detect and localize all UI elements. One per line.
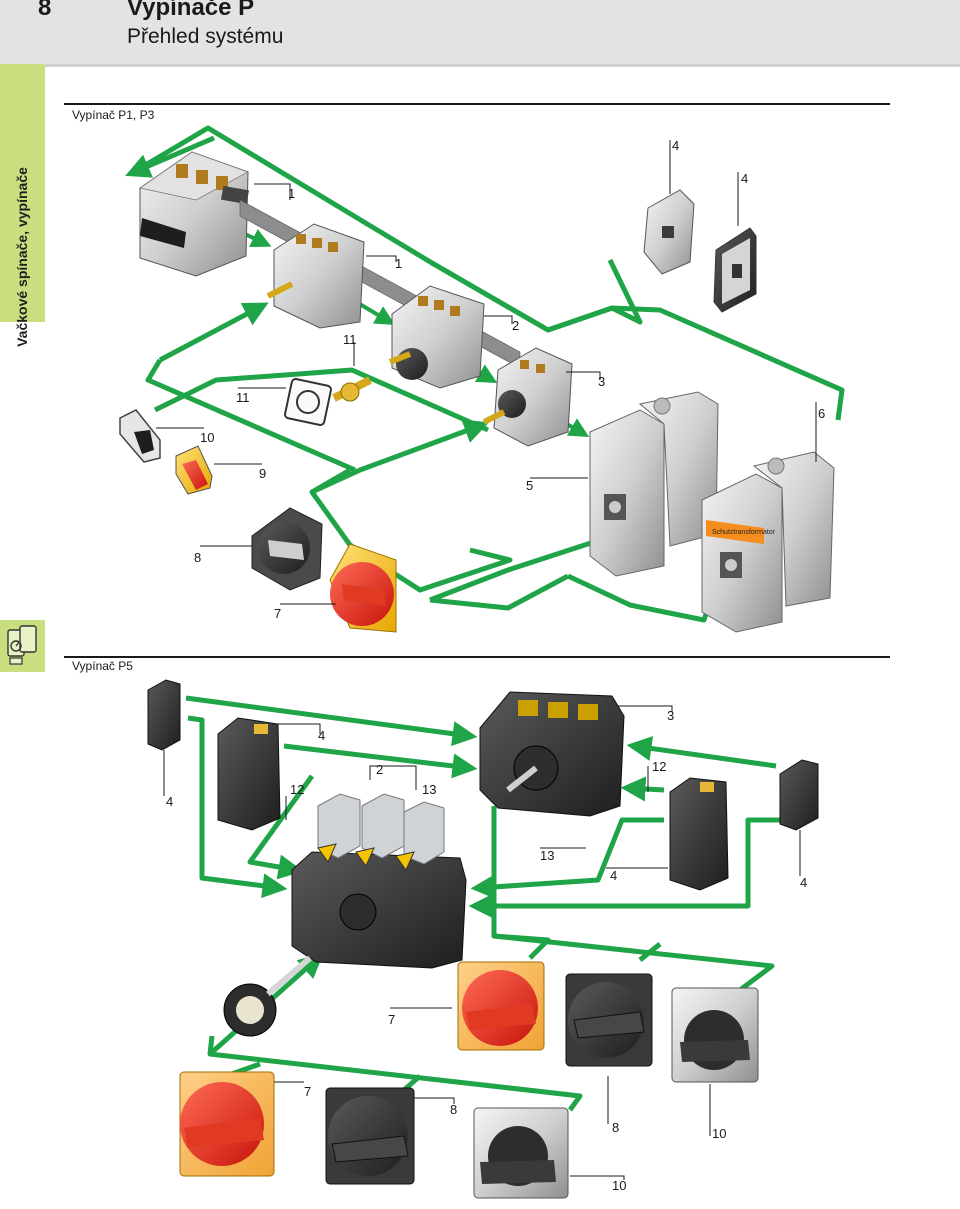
p5-aux-block-right	[779, 759, 819, 831]
p5-aux-contact-right	[669, 777, 729, 891]
chapter-number: 8	[38, 0, 52, 21]
accessory-cover-plate	[713, 227, 757, 313]
p5-aux-block-left	[147, 679, 181, 751]
callout-p5-4c: 4	[610, 868, 617, 883]
p5-handle-black-8b	[325, 1087, 415, 1185]
section-rule-p5	[64, 656, 890, 658]
callout-8: 8	[194, 550, 201, 565]
p5-handle-red-yellow-7b	[179, 1071, 275, 1177]
callout-p5-4a: 4	[318, 728, 325, 743]
p5-leader-lines	[163, 705, 801, 1180]
section-rule-p1p3	[64, 103, 890, 105]
callout-p5-12b: 12	[652, 759, 666, 774]
callout-p5-3: 3	[667, 708, 674, 723]
callout-2: 2	[512, 318, 519, 333]
callout-p5-10b: 10	[612, 1178, 626, 1193]
shaft-coupling	[332, 376, 372, 402]
callout-4b: 4	[741, 171, 748, 186]
p5-handle-grey-10a	[671, 987, 759, 1083]
callout-p5-7a: 7	[388, 1012, 395, 1027]
callout-9: 9	[259, 466, 266, 481]
p5-connection-lines	[185, 695, 782, 1112]
callout-p5-13a: 13	[422, 782, 436, 797]
callout-p5-7b: 7	[304, 1084, 311, 1099]
p3-switch-module	[482, 347, 573, 447]
section-label-p1p3: Vypínač P1, P3	[72, 108, 155, 122]
p5-callouts: 2 3 4 4 4 4 7 7 8 8 10 10 12 12 13 13	[166, 708, 807, 1193]
callout-6: 6	[818, 406, 825, 421]
p5-shaft-extension	[223, 955, 312, 1037]
enclosure-badge-text: Schutztransformator	[712, 529, 776, 536]
enclosure-6: Schutztransformator	[701, 473, 783, 633]
callout-11a: 11	[343, 332, 357, 347]
page-subtitle: Přehled systému	[127, 25, 284, 48]
callout-1b: 1	[395, 256, 402, 271]
p1p3-leader-lines	[156, 140, 817, 605]
handle-red-yellow-9	[175, 445, 213, 495]
callout-p5-2: 2	[376, 762, 383, 777]
switch-module-icon	[0, 620, 45, 672]
p5-main-switch	[479, 691, 625, 817]
section-label-p5: Vypínač P5	[72, 659, 133, 673]
p1p3-callouts: 1 1 2 3 4 4 5 6 7 8 9 10 11 11	[194, 138, 825, 621]
p5-switch-with-terminals	[291, 793, 467, 969]
p5-handle-red-yellow-7a	[457, 961, 545, 1051]
callout-p5-8a: 8	[450, 1102, 457, 1117]
callout-1a: 1	[288, 186, 295, 201]
handle-black-8	[251, 507, 323, 591]
accessory-aux-contact	[643, 189, 695, 275]
p1-main-switch-body	[139, 151, 250, 277]
p5-handle-grey-10b	[473, 1107, 569, 1199]
callout-p5-8b: 8	[612, 1120, 619, 1135]
p1p3-connection-lines	[125, 125, 845, 623]
enclosure-6-rear	[752, 451, 835, 607]
page-title: Vypínače P	[127, 0, 255, 21]
page-header: 8 Vypínače P Přehled systému	[0, 0, 960, 67]
side-chapter-tab: Vačkové spínače, vypínače	[0, 64, 45, 347]
callout-11b: 11	[236, 390, 250, 405]
p1-switch-module-2	[388, 285, 485, 389]
enclosure-5	[589, 409, 665, 577]
callout-p5-10a: 10	[712, 1126, 726, 1141]
handle-red-yellow-7	[329, 543, 397, 633]
callout-p5-4b: 4	[166, 794, 173, 809]
callout-p5-12a: 12	[290, 782, 304, 797]
callout-4a: 4	[672, 138, 679, 153]
callout-7: 7	[274, 606, 281, 621]
handle-key-10	[119, 409, 161, 463]
callout-3: 3	[598, 374, 605, 389]
callout-5: 5	[526, 478, 533, 493]
mounting-flange	[284, 378, 332, 426]
callout-p5-13b: 13	[540, 848, 554, 863]
p5-aux-contact-left	[217, 717, 281, 831]
callout-10: 10	[200, 430, 214, 445]
p1-switch-module	[266, 223, 365, 329]
p5-handle-black-8a	[565, 973, 653, 1067]
callout-p5-4d: 4	[800, 875, 807, 890]
